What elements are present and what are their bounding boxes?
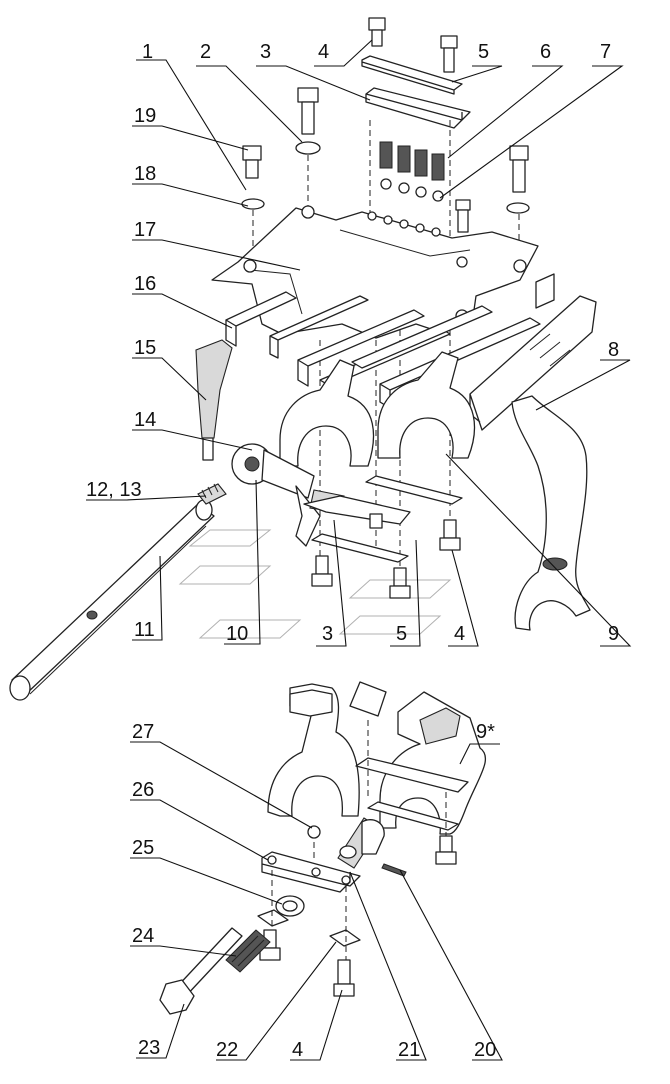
callout-23: 23 <box>138 1037 160 1059</box>
lock-plate-lower <box>367 801 459 831</box>
callout-3-bottom: 3 <box>322 623 333 645</box>
shift-housing-frame <box>211 207 539 339</box>
callout-26: 26 <box>132 779 154 801</box>
callout-2: 2 <box>200 41 211 63</box>
callout-25: 25 <box>132 837 154 859</box>
shift-shaft-11 <box>9 499 215 701</box>
callout-leaders <box>86 39 632 1061</box>
callout-8: 8 <box>608 339 619 361</box>
callout-19: 19 <box>134 105 156 127</box>
watermark-pattern <box>178 529 452 639</box>
shift-fork-9-star <box>379 691 486 835</box>
bolt-small <box>455 199 471 233</box>
callout-9: 9 <box>608 623 619 645</box>
callout-5-top: 5 <box>478 41 489 63</box>
callout-7: 7 <box>600 41 611 63</box>
callout-4-lower: 4 <box>292 1039 303 1061</box>
callout-24: 24 <box>132 925 154 947</box>
callout-10: 10 <box>226 623 248 645</box>
callout-21: 21 <box>398 1039 420 1061</box>
callout-6: 6 <box>540 41 551 63</box>
shift-fork-lower-left <box>267 683 360 817</box>
top-bolt <box>368 17 386 47</box>
callout-14: 14 <box>134 409 156 431</box>
bolt-right <box>506 145 530 214</box>
shift-fork-left <box>279 359 375 467</box>
cover-plate-top <box>365 87 471 129</box>
pin-21 <box>337 817 385 869</box>
detent-ball-27 <box>307 825 321 839</box>
bolt-19 <box>241 145 265 210</box>
grease-fitting <box>197 483 227 505</box>
callout-1: 1 <box>142 41 153 63</box>
plate-3-lower <box>303 495 411 525</box>
callout-17: 17 <box>134 219 156 241</box>
lower-bolts <box>311 513 461 599</box>
callout-9-star: 9* <box>476 721 495 743</box>
callout-20: 20 <box>474 1039 496 1061</box>
callout-labels: 1 2 3 4 5 6 7 19 18 17 16 15 8 14 12, 13… <box>86 41 619 1061</box>
callout-27: 27 <box>132 721 154 743</box>
shift-fork-right <box>377 351 475 459</box>
detent-springs <box>379 141 445 202</box>
callout-22: 22 <box>216 1039 238 1061</box>
callout-18: 18 <box>134 163 156 185</box>
plate-9-star <box>355 757 469 793</box>
shift-lever-15 <box>195 339 233 439</box>
plate-right-lower <box>365 475 463 505</box>
lock-plate-top <box>361 55 463 95</box>
pin-23 <box>159 927 243 1015</box>
callout-16: 16 <box>134 273 156 295</box>
lower-assembly-bolts <box>259 835 457 997</box>
callout-12-13: 12, 13 <box>86 479 142 501</box>
callout-4-bottom: 4 <box>454 623 465 645</box>
callout-4-top: 4 <box>318 41 329 63</box>
spring-24 <box>225 929 271 973</box>
shift-fork-8 <box>511 395 591 631</box>
shift-block-insert <box>349 681 387 717</box>
bolt-2 <box>295 87 321 155</box>
callout-15: 15 <box>134 337 156 359</box>
callout-11: 11 <box>134 619 155 641</box>
split-pin-20 <box>381 863 407 877</box>
clip-washer-22 <box>329 929 361 947</box>
callout-5-bottom: 5 <box>396 623 407 645</box>
callout-3-top: 3 <box>260 41 271 63</box>
frame-hole-row <box>367 211 441 237</box>
top-right-bolt <box>440 35 458 73</box>
